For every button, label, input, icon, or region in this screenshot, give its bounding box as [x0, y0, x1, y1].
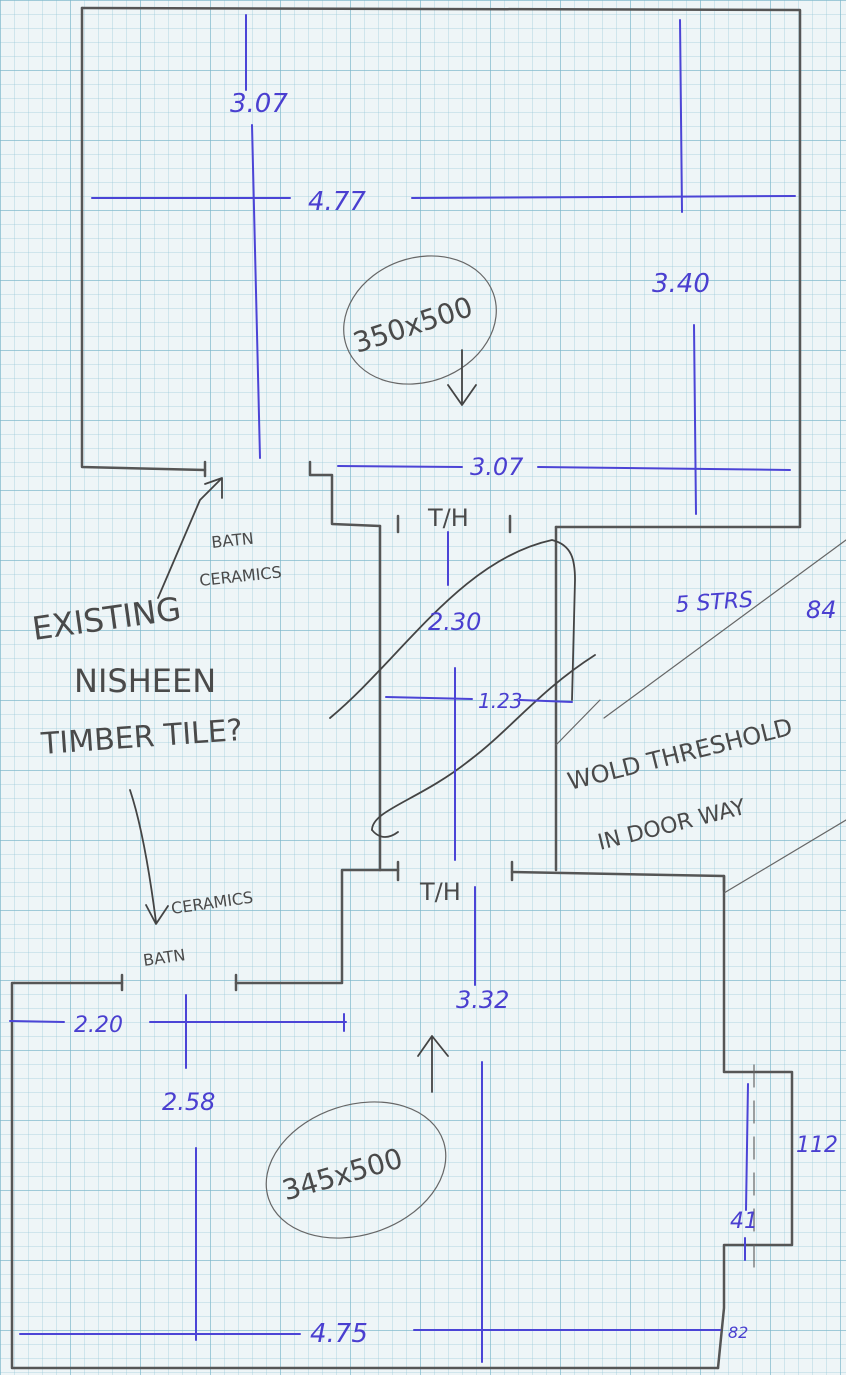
upper-transition-note-2: CERAMICS: [198, 562, 282, 590]
lower-corner-label: 82: [728, 1323, 748, 1342]
stairs-note: 5 STRS: [675, 588, 754, 618]
lower-sub-width-label: 2.58: [162, 1088, 215, 1116]
hall-top-threshold-label: T/H: [427, 504, 469, 532]
lower-transition-note-1: CERAMICS: [170, 888, 254, 918]
lower-left-stub-label: 2.20: [74, 1013, 123, 1038]
dimension-lines: [9, 14, 796, 1363]
existing-note-line1: EXISTING: [30, 589, 183, 647]
upper-bottom-width-label: 3.07: [470, 453, 524, 481]
upper-room-walls: [80, 6, 802, 529]
lower-recess-depth-label: 41: [730, 1209, 758, 1234]
lower-height-label: 3.32: [456, 986, 509, 1014]
tile-callouts: [265, 255, 497, 1239]
hall-length-label: 2.30: [428, 608, 481, 636]
lower-room-walls: [10, 868, 794, 1370]
upper-height-right-label: 3.40: [652, 269, 710, 299]
lower-width-label: 4.75: [310, 1319, 368, 1349]
lower-transition-note-2: BATN: [142, 945, 187, 970]
hall-width-label: 1.23: [478, 689, 523, 713]
annotation-arrows: [129, 477, 223, 925]
stair-sketch: [329, 539, 846, 894]
hall-bottom-threshold-label: T/H: [419, 878, 461, 906]
lower-tile-size-label: 345x500: [279, 1142, 407, 1208]
stairs-note-value: 84: [806, 596, 837, 624]
existing-note-line3: TIMBER TILE?: [39, 713, 244, 762]
upper-height-left-label: 3.07: [230, 89, 288, 119]
upper-width-label: 4.77: [308, 187, 366, 217]
existing-note-line2: NISHEEN: [74, 662, 216, 700]
upper-tile-size-label: 350x500: [349, 290, 477, 360]
lower-recess-length-label: 112: [796, 1133, 838, 1158]
threshold-note-line1: WOLD THRESHOLD: [565, 713, 796, 796]
upper-transition-note-1: BATN: [210, 529, 254, 552]
threshold-note-line2: IN DOOR WAY: [595, 795, 748, 856]
